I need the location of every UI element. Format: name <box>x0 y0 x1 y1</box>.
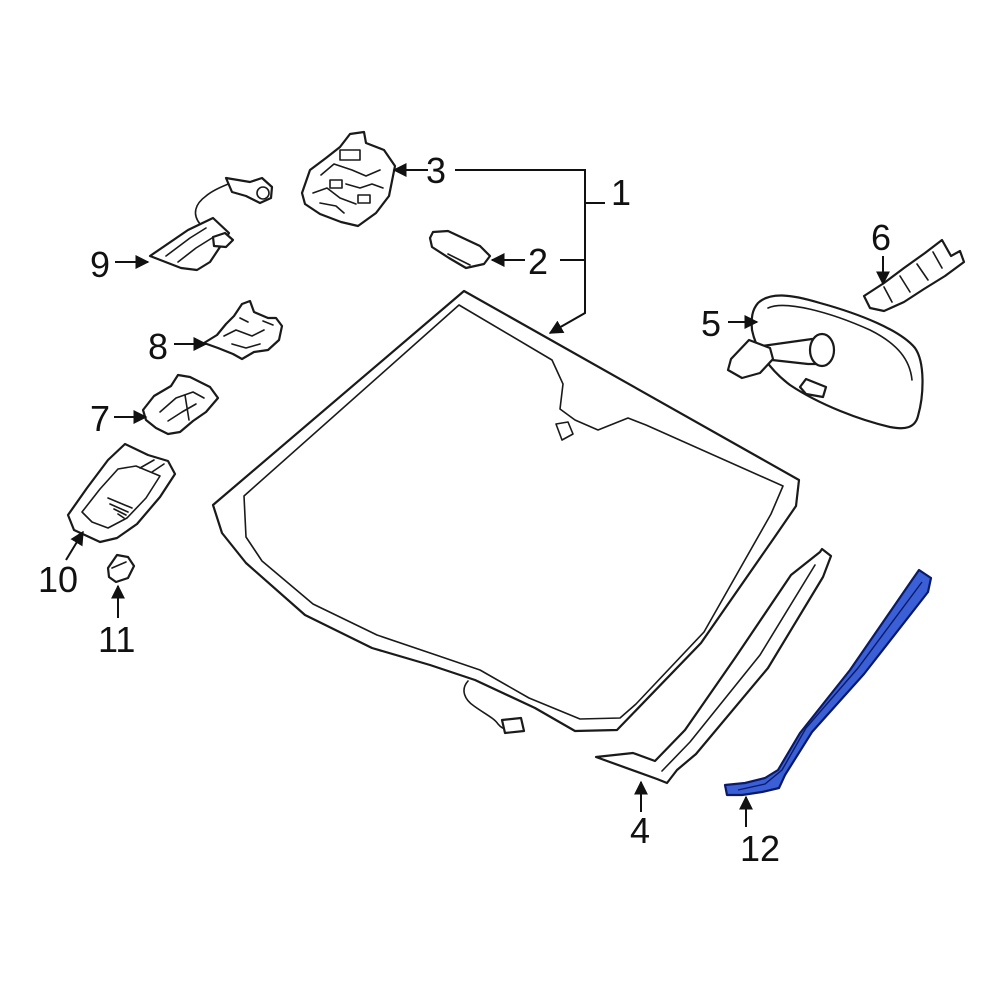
clip-part-11 <box>106 553 136 584</box>
bracket-part-6 <box>862 238 966 313</box>
callout-12: 12 <box>740 828 780 869</box>
callout-9: 9 <box>90 244 110 285</box>
callout-2: 2 <box>528 241 548 282</box>
leader-10 <box>65 530 84 561</box>
bracket-part-3 <box>300 130 397 228</box>
callout-3: 3 <box>426 150 446 191</box>
callout-8: 8 <box>148 326 168 367</box>
callout-11: 11 <box>98 619 135 660</box>
callout-10: 10 <box>38 559 78 600</box>
callout-4: 4 <box>630 810 650 851</box>
windshield-glass <box>211 289 801 735</box>
rear-view-mirror-part-5 <box>726 294 924 430</box>
callout-7: 7 <box>90 398 110 439</box>
leader-line-group-1-2-3 <box>392 163 605 334</box>
callout-6: 6 <box>871 217 891 258</box>
rain-sensor-part-9 <box>148 176 274 272</box>
callout-1: 1 <box>611 172 631 213</box>
housing-part-10 <box>66 442 177 544</box>
molding-part-12-highlighted <box>723 568 933 797</box>
sensor-cover-part-2 <box>428 229 492 270</box>
molding-part-4 <box>594 547 833 785</box>
cover-part-7 <box>141 373 220 436</box>
bracket-part-8 <box>202 299 284 361</box>
callout-5: 5 <box>701 303 721 344</box>
